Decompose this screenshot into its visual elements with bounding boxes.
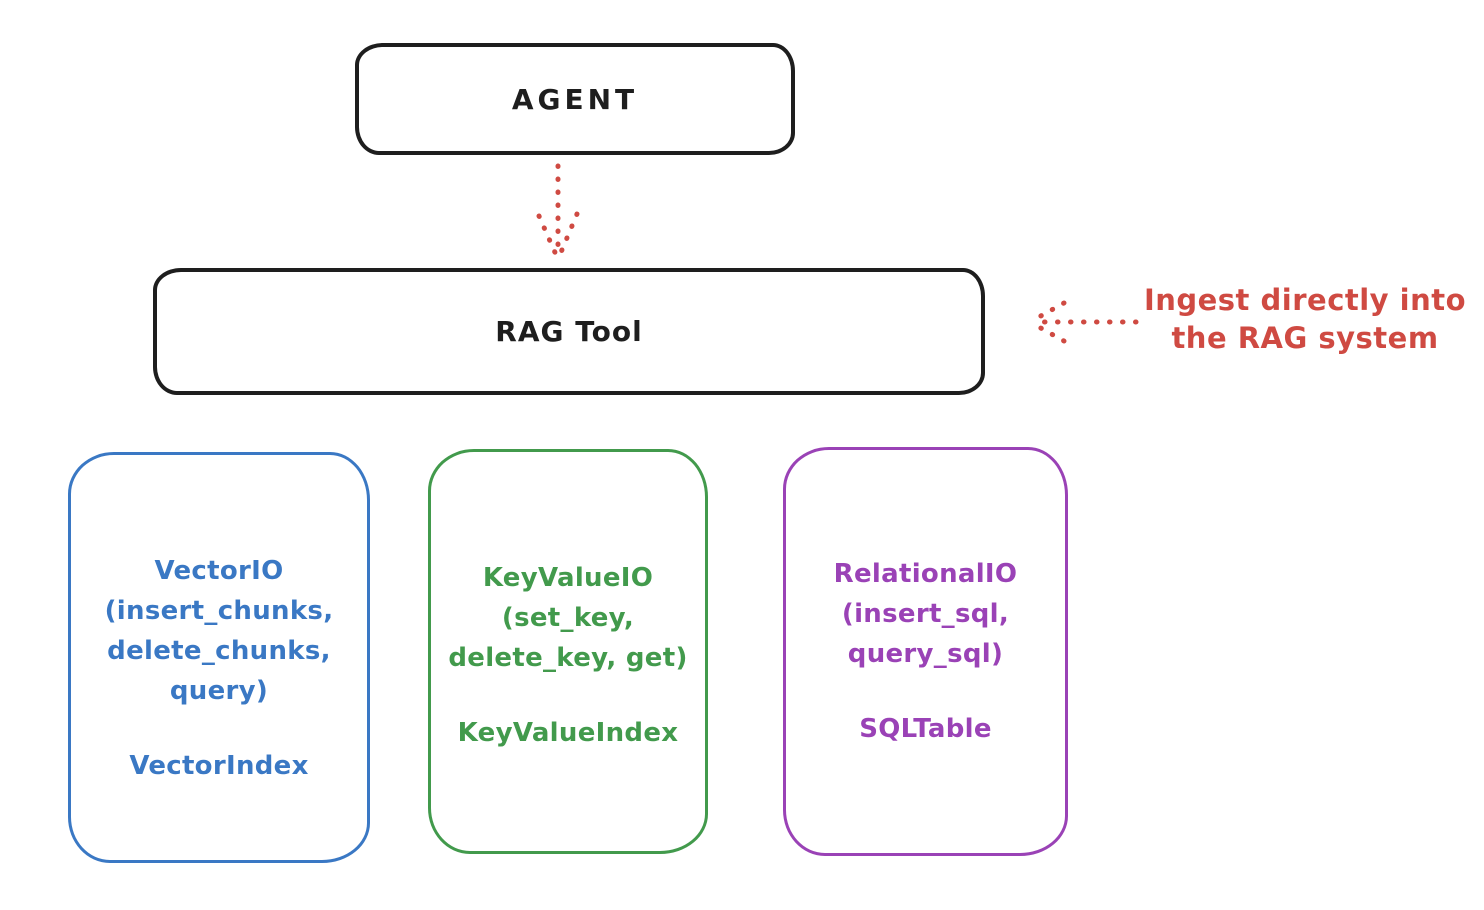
vectorio-box: VectorIO (insert_chunks, delete_chunks, …	[68, 452, 370, 863]
keyvalueio-box: KeyValueIO (set_key, delete_key, get) Ke…	[428, 449, 708, 854]
keyvalueio-methods-label: KeyValueIO (set_key, delete_key, get)	[448, 563, 688, 673]
relationalio-box: RelationalIO (insert_sql, query_sql) SQL…	[783, 447, 1068, 856]
ingest-into-rag-arrow-icon	[1027, 300, 1139, 344]
vectorio-index-label: VectorIndex	[129, 751, 309, 781]
vectorio-methods-label: VectorIO (insert_chunks, delete_chunks, …	[104, 556, 334, 706]
relationalio-methods-label: RelationalIO (insert_sql, query_sql)	[833, 559, 1018, 669]
rag-tool-box: RAG Tool	[153, 268, 985, 395]
relationalio-index-label: SQLTable	[859, 714, 992, 744]
agent-box: AGENT	[355, 43, 795, 155]
ingest-annotation: Ingest directly into the RAG system	[1143, 283, 1467, 355]
keyvalueio-index-label: KeyValueIndex	[457, 718, 679, 748]
rag-tool-label: RAG Tool	[495, 315, 643, 348]
agent-to-rag-arrow-icon	[536, 163, 580, 260]
agent-label: AGENT	[511, 82, 639, 116]
